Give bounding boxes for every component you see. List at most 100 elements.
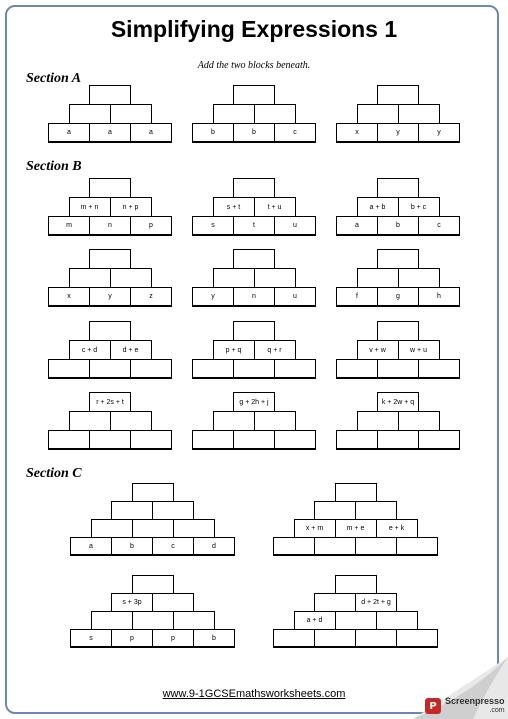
top-brick: g + 2h + j xyxy=(233,392,275,412)
top-brick xyxy=(377,321,419,341)
worksheet-title: Simplifying Expressions 1 xyxy=(110,16,398,42)
base-brick xyxy=(314,537,356,556)
brick: w + u xyxy=(397,340,440,360)
base-brick: a xyxy=(89,123,131,143)
base-brick xyxy=(273,629,315,648)
brick: d + 2t + g xyxy=(355,593,397,612)
brick: n + p xyxy=(109,197,152,217)
base-brick xyxy=(192,430,234,450)
brick xyxy=(111,501,153,520)
brick xyxy=(109,411,152,431)
base-brick xyxy=(130,430,172,450)
brick: m + e xyxy=(334,519,377,538)
brick: t + u xyxy=(253,197,296,217)
base-brick xyxy=(336,430,378,450)
base-brick: d xyxy=(193,537,235,556)
brick xyxy=(355,501,397,520)
brick xyxy=(314,501,356,520)
brick: a + d xyxy=(293,611,336,630)
top-brick xyxy=(131,575,174,594)
brick xyxy=(253,268,296,288)
base-brick: a xyxy=(70,537,112,556)
brick: c + d xyxy=(68,340,111,360)
base-brick xyxy=(314,629,356,648)
base-brick: n xyxy=(89,216,131,236)
instruction-text: Add the two blocks beneath. xyxy=(197,60,311,71)
base-brick: c xyxy=(274,123,316,143)
base-brick xyxy=(377,430,419,450)
base-brick xyxy=(418,430,460,450)
base-brick: y xyxy=(192,287,234,307)
top-brick xyxy=(89,85,131,105)
base-brick xyxy=(396,629,438,648)
top-brick xyxy=(233,321,275,341)
footer-url[interactable]: www.9-1GCSEmathsworksheets.com xyxy=(162,688,346,700)
brick xyxy=(397,104,440,124)
brick xyxy=(152,593,194,612)
brick xyxy=(152,501,194,520)
base-brick: c xyxy=(418,216,460,236)
base-brick: y xyxy=(377,123,419,143)
brick xyxy=(109,104,152,124)
base-brick: m xyxy=(48,216,90,236)
brick: m + n xyxy=(68,197,111,217)
brick xyxy=(397,268,440,288)
top-brick xyxy=(233,85,275,105)
brick: v + w xyxy=(356,340,399,360)
top-brick xyxy=(233,178,275,198)
base-brick xyxy=(355,629,397,648)
brick: q + r xyxy=(253,340,296,360)
base-brick: g xyxy=(377,287,419,307)
base-brick xyxy=(377,359,419,379)
top-brick xyxy=(233,249,275,269)
brick: d + e xyxy=(109,340,152,360)
brick xyxy=(397,411,440,431)
brick: a + b xyxy=(356,197,399,217)
brick xyxy=(131,519,174,538)
base-brick xyxy=(233,359,275,379)
base-brick xyxy=(233,430,275,450)
base-brick: b xyxy=(377,216,419,236)
base-brick: b xyxy=(111,537,153,556)
section-b-heading: Section B xyxy=(26,159,82,174)
base-brick xyxy=(273,537,315,556)
base-brick: c xyxy=(152,537,194,556)
brick xyxy=(253,104,296,124)
section-c-heading: Section C xyxy=(26,466,82,481)
brick xyxy=(68,411,111,431)
brick: s + 3p xyxy=(111,593,153,612)
brick xyxy=(212,268,255,288)
base-brick: a xyxy=(48,123,90,143)
brick xyxy=(212,411,255,431)
brick: p + q xyxy=(212,340,255,360)
base-brick: y xyxy=(89,287,131,307)
top-brick xyxy=(334,483,377,502)
base-brick: s xyxy=(192,216,234,236)
brick xyxy=(375,611,418,630)
screenpresso-icon: P xyxy=(425,698,441,714)
brick xyxy=(131,611,174,630)
base-brick xyxy=(355,537,397,556)
brick xyxy=(356,104,399,124)
base-brick: z xyxy=(130,287,172,307)
base-brick xyxy=(48,359,90,379)
top-brick xyxy=(377,178,419,198)
base-brick: p xyxy=(130,216,172,236)
watermark-name: Screenpresso xyxy=(445,696,505,706)
top-brick xyxy=(89,249,131,269)
top-brick xyxy=(89,178,131,198)
brick xyxy=(334,611,377,630)
brick xyxy=(356,411,399,431)
base-brick: u xyxy=(274,216,316,236)
base-brick: s xyxy=(70,629,112,648)
top-brick: r + 2s + t xyxy=(89,392,131,412)
brick xyxy=(90,519,133,538)
base-brick: b xyxy=(192,123,234,143)
brick: s + t xyxy=(212,197,255,217)
top-brick xyxy=(377,249,419,269)
base-brick xyxy=(89,359,131,379)
base-brick xyxy=(418,359,460,379)
brick xyxy=(253,411,296,431)
brick xyxy=(314,593,356,612)
